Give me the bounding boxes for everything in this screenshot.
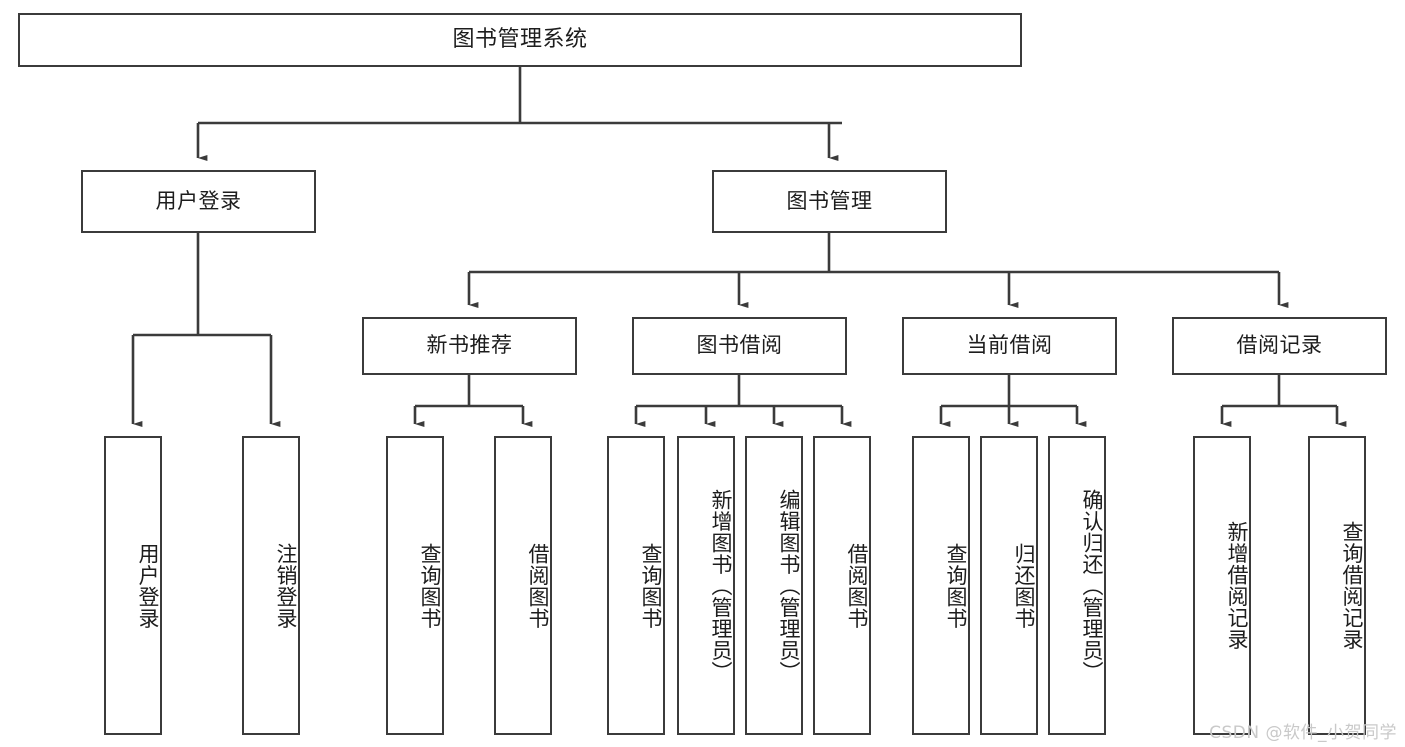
leaf-book-borrow-add-book-admin[interactable]: 新增图书（管理员） [677, 436, 735, 735]
leaf-book-borrow-borrow-books[interactable]: 借阅图书 [813, 436, 871, 735]
node-label: 用户登录 [155, 188, 242, 213]
node-borrow-record[interactable]: 借阅记录 [1172, 317, 1387, 375]
leaf-user-login-logout[interactable]: 注销登录 [242, 436, 300, 735]
node-label: 查询图书 [944, 542, 968, 629]
node-new-book-recommend[interactable]: 新书推荐 [362, 317, 577, 375]
node-label: 当前借阅 [966, 333, 1053, 358]
node-label: 归还图书 [1012, 542, 1036, 629]
node-book-management[interactable]: 图书管理 [712, 170, 947, 233]
node-root-book-management-system[interactable]: 图书管理系统 [18, 13, 1022, 67]
leaf-current-borrow-query-books[interactable]: 查询图书 [912, 436, 970, 735]
node-label: 查询借阅记录 [1340, 521, 1364, 650]
leaf-new-book-borrow-books[interactable]: 借阅图书 [494, 436, 552, 735]
node-current-borrow[interactable]: 当前借阅 [902, 317, 1117, 375]
leaf-borrow-record-query-record[interactable]: 查询借阅记录 [1308, 436, 1366, 735]
leaf-new-book-query-books[interactable]: 查询图书 [386, 436, 444, 735]
node-label: 图书管理 [786, 188, 873, 213]
node-label: 确认归还（管理员） [1080, 488, 1104, 683]
node-label: 注销登录 [274, 542, 298, 629]
csdn-watermark: CSDN @软件_小贺同学 [1209, 723, 1397, 743]
node-user-login[interactable]: 用户登录 [81, 170, 316, 233]
leaf-current-borrow-confirm-return-admin[interactable]: 确认归还（管理员） [1048, 436, 1106, 735]
leaf-borrow-record-add-record[interactable]: 新增借阅记录 [1193, 436, 1251, 735]
leaf-book-borrow-edit-book-admin[interactable]: 编辑图书（管理员） [745, 436, 803, 735]
node-label: 图书借阅 [696, 333, 783, 358]
leaf-book-borrow-query-books[interactable]: 查询图书 [607, 436, 665, 735]
node-label: 新增图书（管理员） [709, 488, 733, 683]
node-label: 新增借阅记录 [1225, 521, 1249, 650]
leaf-user-login-login[interactable]: 用户登录 [104, 436, 162, 735]
node-label: 借阅记录 [1236, 333, 1323, 358]
node-label: 编辑图书（管理员） [777, 488, 801, 683]
leaf-current-borrow-return-books[interactable]: 归还图书 [980, 436, 1038, 735]
node-label: 用户登录 [136, 542, 160, 629]
node-label: 图书管理系统 [452, 26, 588, 52]
node-label: 查询图书 [418, 542, 442, 629]
node-label: 借阅图书 [526, 542, 550, 629]
node-label: 新书推荐 [426, 333, 513, 358]
node-book-borrow[interactable]: 图书借阅 [632, 317, 847, 375]
node-label: 查询图书 [639, 542, 663, 629]
node-label: 借阅图书 [845, 542, 869, 629]
